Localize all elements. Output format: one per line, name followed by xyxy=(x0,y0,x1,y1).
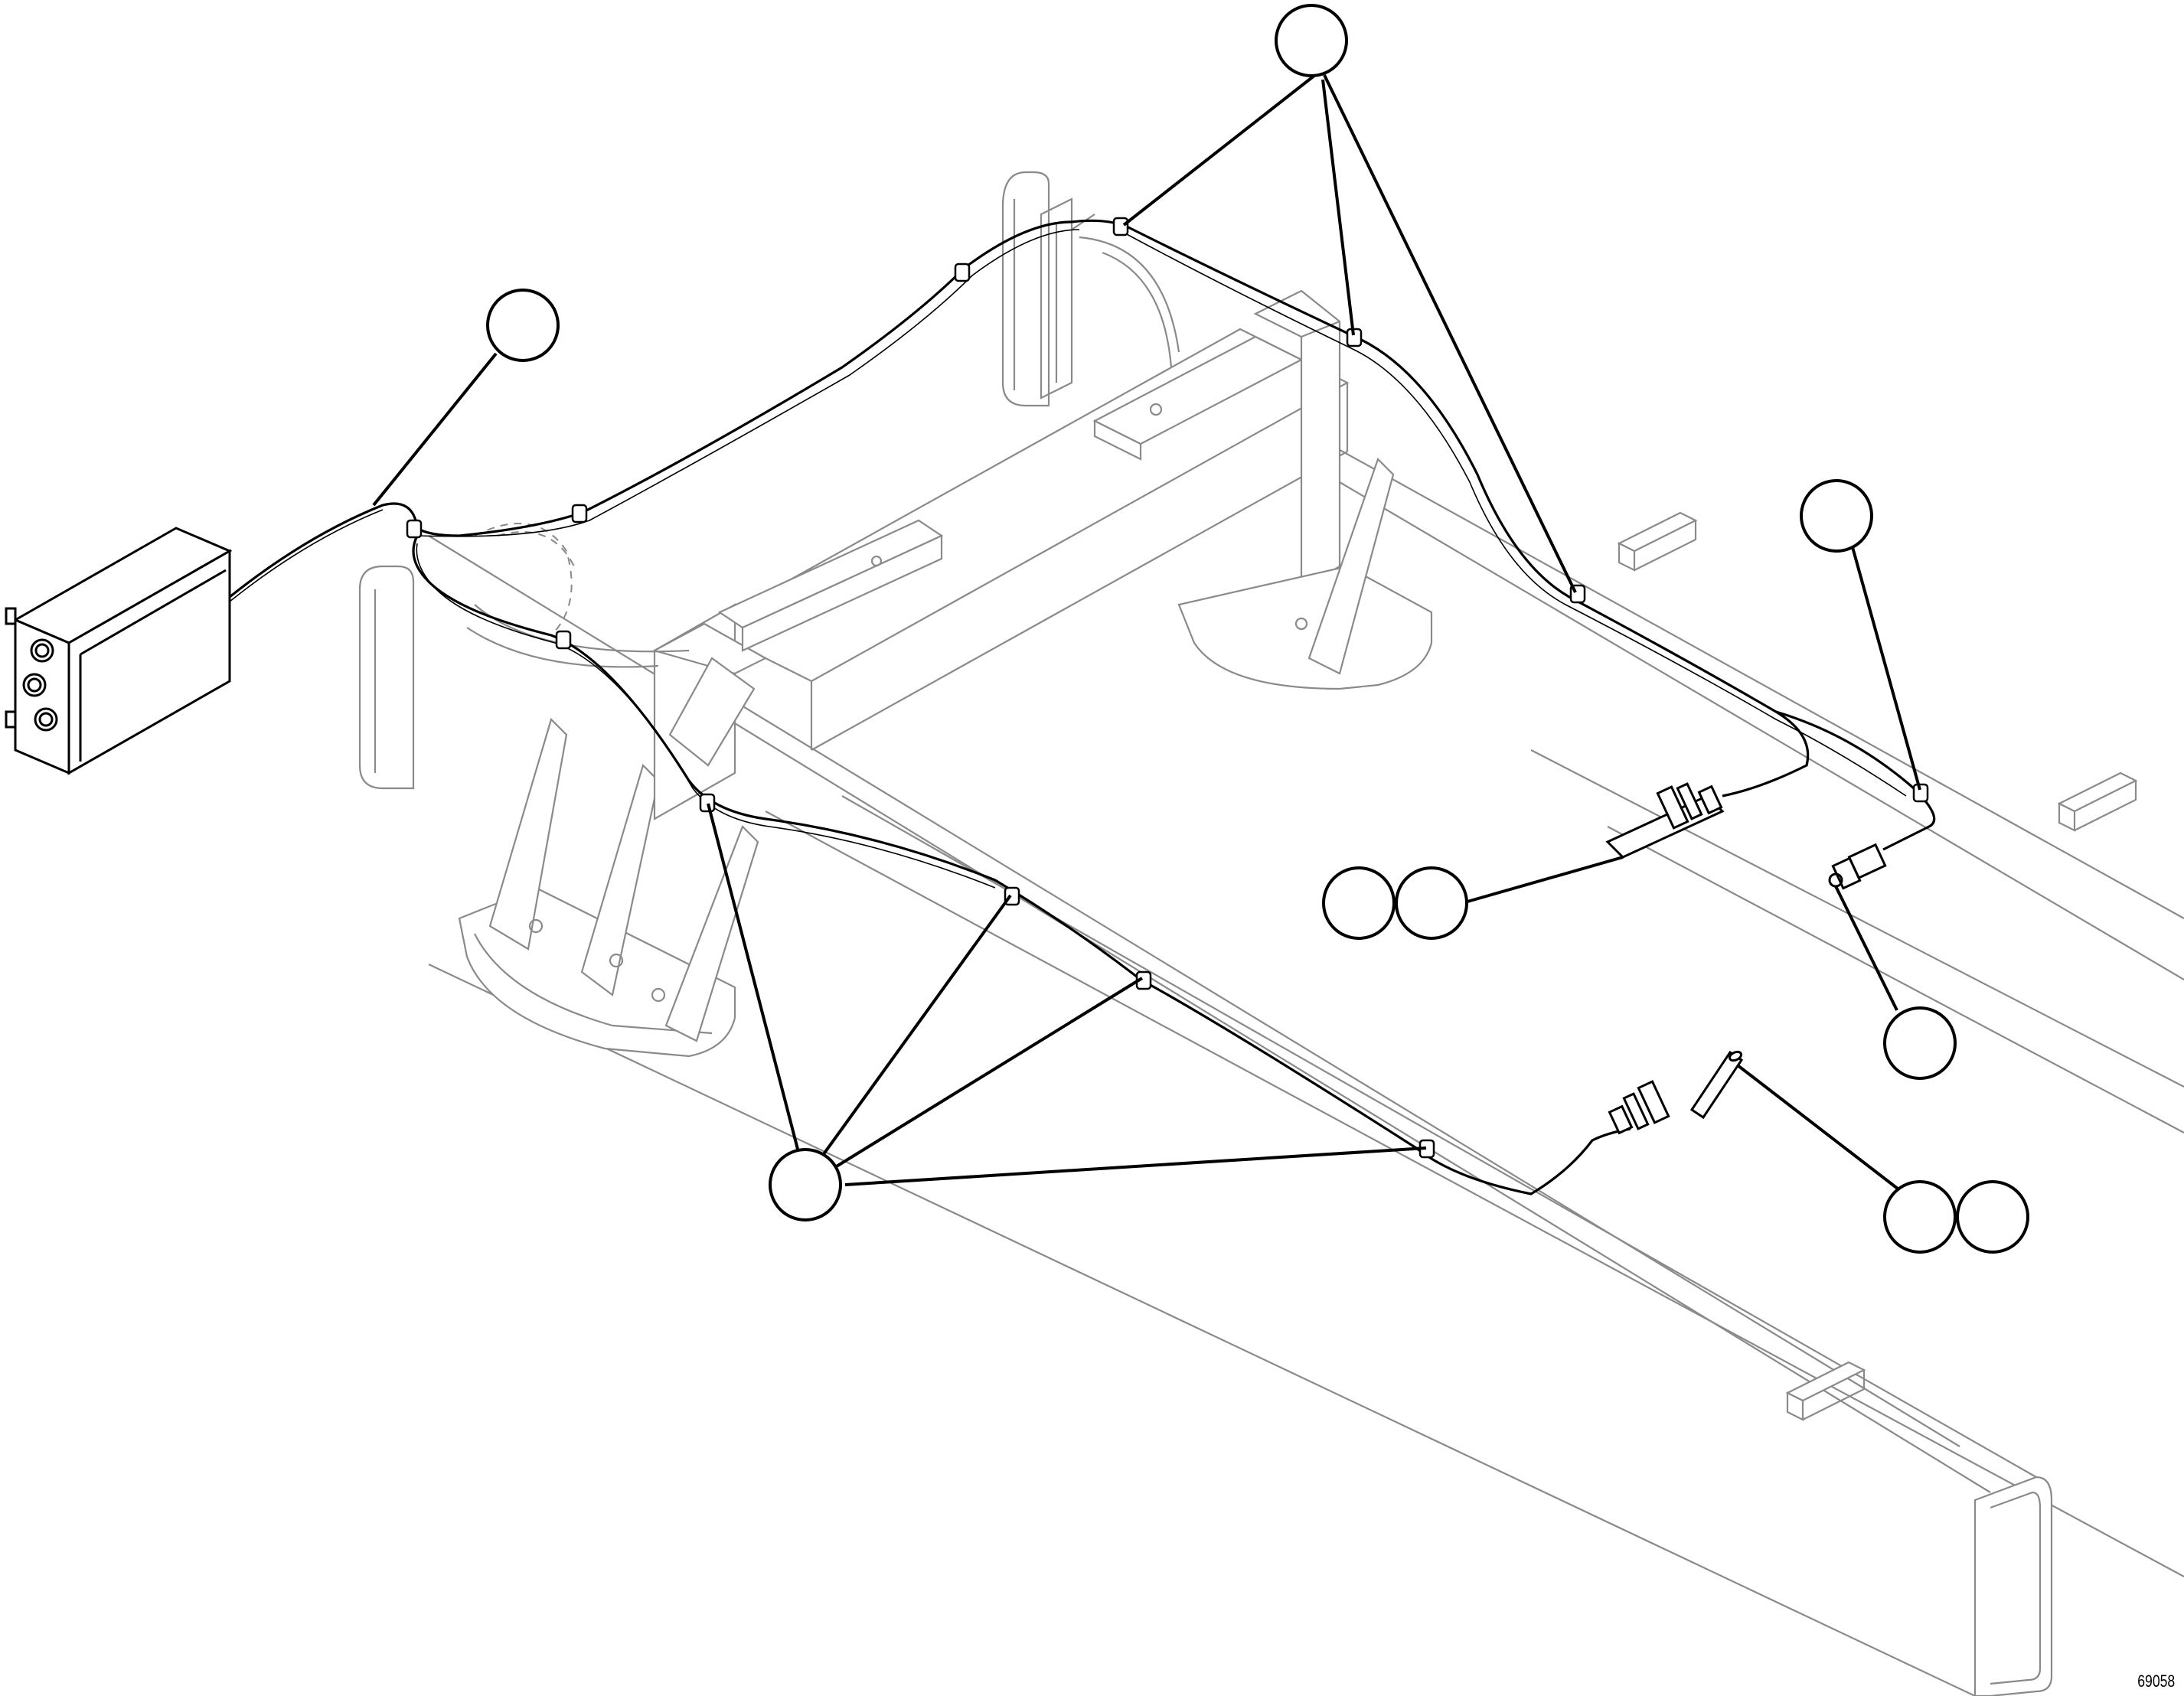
callout-left xyxy=(486,289,560,362)
leader-lines xyxy=(372,73,1921,1195)
junction-box xyxy=(5,527,233,775)
callout-right-lower xyxy=(1883,1006,1957,1080)
drawing-number: 69058 xyxy=(2137,1672,2175,1691)
frame-structure xyxy=(358,171,2184,1696)
callout-bottom xyxy=(769,1148,842,1221)
cable-clips xyxy=(406,217,1929,1159)
callout-right-upper xyxy=(1800,479,1873,553)
callout-top xyxy=(1275,4,1348,77)
callout-circles xyxy=(486,4,2029,1254)
sensor-upper xyxy=(1605,782,1725,859)
callout-bottom-right-pair-a xyxy=(1883,1180,1957,1254)
callout-bottom-right-pair-b xyxy=(1956,1180,2029,1254)
callout-center-pair-b xyxy=(1395,866,1468,940)
callout-center-pair-a xyxy=(1322,866,1396,940)
sensor-right xyxy=(1828,843,1887,890)
sensor-lower xyxy=(1608,1050,1744,1135)
